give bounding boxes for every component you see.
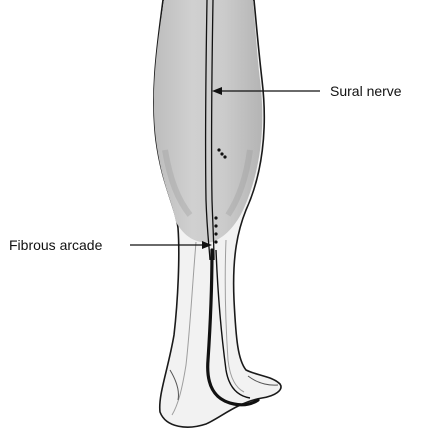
calf-shadow-right [225,149,253,217]
calf-muscle-shading [153,0,263,243]
fibrous-arcade-label: Fibrous arcade [9,237,103,253]
sural-nerve-line-left [204,0,211,261]
sural-nerve-lower [206,248,260,407]
calf-shadow-left [162,149,193,217]
achilles-contour-right [224,239,245,393]
fibrous-arcade-leader-arrow [130,241,212,249]
toe-crease [247,375,279,386]
heel-crease [169,369,179,401]
nerve-dots [214,148,227,244]
sural-nerve-label: Sural nerve [330,83,402,99]
achilles-contour-left [171,241,197,416]
sural-nerve-lower-branch [215,249,251,399]
sural-nerve-line-right [210,0,215,261]
sural-nerve-leader-arrow [212,87,320,95]
